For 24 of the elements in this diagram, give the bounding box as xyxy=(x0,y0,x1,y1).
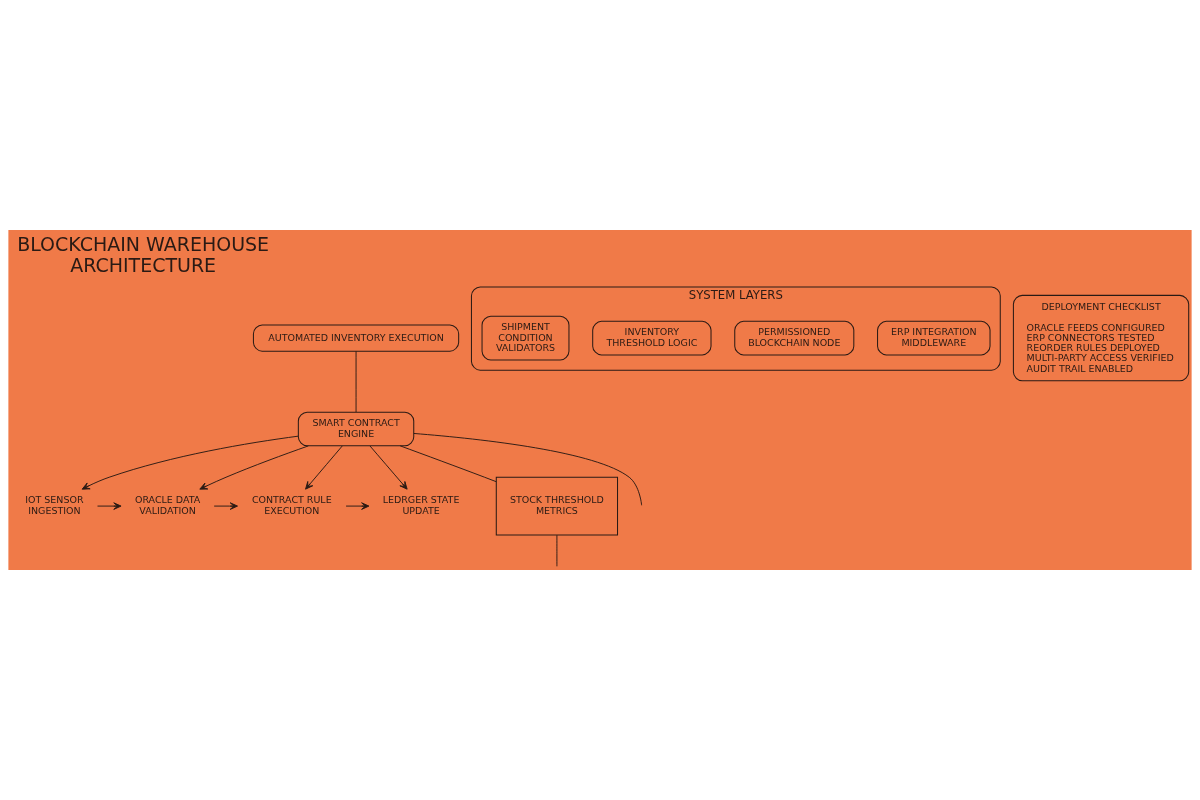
diagram-title: BLOCKCHAIN WAREHOUSE ARCHITECTURE xyxy=(17,233,270,277)
connector xyxy=(556,534,558,567)
arrow xyxy=(97,502,122,510)
node-text: IOT SENSOR INGESTION xyxy=(25,494,84,516)
arrow xyxy=(199,445,309,490)
node-box: ERP INTEGRATION MIDDLEWARE xyxy=(877,320,991,356)
node-box: INVENTORY THRESHOLD LOGIC xyxy=(592,320,712,356)
connector xyxy=(399,445,497,483)
node-box: AUTOMATED INVENTORY EXECUTION xyxy=(252,324,460,352)
arrow xyxy=(213,502,238,510)
node-box: PERMISSIONED BLOCKCHAIN NODE xyxy=(734,320,855,356)
arrow xyxy=(345,502,370,510)
arrow xyxy=(81,435,299,490)
node-text: CONTRACT RULE EXECUTION xyxy=(251,494,332,516)
arrow xyxy=(305,445,343,490)
connector xyxy=(355,350,357,413)
node-box: SMART CONTRACT ENGINE xyxy=(297,411,415,447)
node-box: SHIPMENT CONDITION VALIDATORS xyxy=(481,315,570,361)
node-text: ORACLE DATA VALIDATION xyxy=(134,494,201,516)
node-text: LEDRGER STATE UPDATE xyxy=(382,494,460,516)
node-box: STOCK THRESHOLD METRICS xyxy=(495,476,619,536)
connector xyxy=(413,433,643,506)
arrow xyxy=(369,445,408,490)
node-box: DEPLOYMENT CHECKLIST ORACLE FEEDS CONFIGURED ERP CONNECTORS TESTED REORDER RULES DEPLOYED MULTI-PARTY ACCESS VERIFIED AUDIT TRAIL ENABLED xyxy=(1012,294,1190,382)
